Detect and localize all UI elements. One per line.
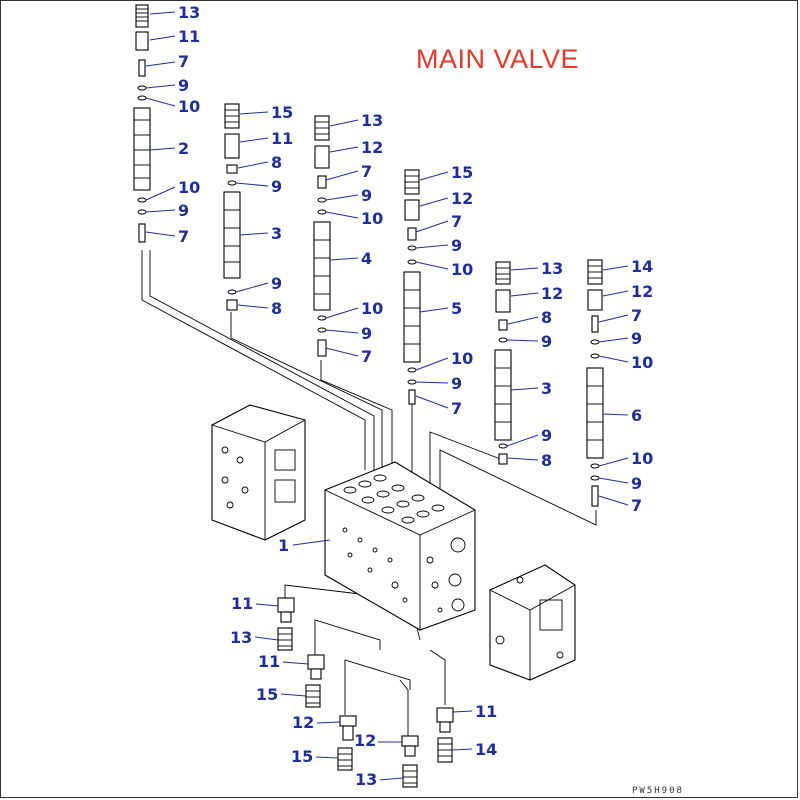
valve-body-rear-view [211,404,306,541]
pin-7 [138,59,146,77]
spool-stack-3b [494,261,512,465]
callout-c23: 10 [361,299,383,318]
callout-c30: 10 [451,260,473,279]
callout-c47: 6 [631,406,642,425]
callout-c17: 13 [361,111,383,130]
callout-c21: 10 [361,209,383,228]
callout-c06: 2 [178,139,189,158]
callout-c51: 1 [278,536,289,555]
spool-3-second [494,349,512,441]
callout-c13: 9 [271,177,282,196]
callout-c52: 11 [231,594,253,613]
spool-stack-4 [313,115,331,357]
callout-c43: 12 [631,282,653,301]
spool-3 [223,191,241,279]
callout-c40: 9 [541,426,552,445]
callout-c45: 9 [631,329,642,348]
callout-c33: 9 [451,374,462,393]
callout-leaders [145,11,629,781]
callout-c12: 8 [271,153,282,172]
o-ring-9 [137,85,147,91]
callout-c60: 11 [475,702,497,721]
callout-c49: 9 [631,474,642,493]
callout-c46: 10 [631,353,653,372]
callout-c19: 7 [361,162,372,181]
callout-c09: 7 [178,227,189,246]
callout-c37: 8 [541,308,552,327]
callout-c10: 15 [271,103,293,122]
callout-c58: 15 [291,747,313,766]
spool-4 [313,221,331,311]
callout-c35: 13 [541,259,563,278]
routing-lines [141,250,597,740]
diagram-title: MAIN VALVE [416,44,580,74]
spool-stack-5 [403,169,421,405]
callout-c29: 9 [451,236,462,255]
callout-c15: 9 [271,274,282,293]
callout-labels: 13 11 7 9 10 2 10 9 7 15 11 8 9 3 9 8 13… [178,3,653,789]
callout-c57: 12 [354,731,376,750]
backup-ring-10 [137,95,147,101]
callout-c14: 3 [271,224,282,243]
callout-c55: 15 [256,685,278,704]
spool-5 [403,271,421,363]
plug-11 [135,31,149,51]
callout-c53: 13 [230,628,252,647]
callout-c04: 9 [178,76,189,95]
spool-6 [586,367,604,459]
callout-c50: 7 [631,496,642,515]
spring-13 [135,4,149,28]
callout-c26: 15 [451,163,473,182]
callout-c25: 7 [361,347,372,366]
callout-c16: 8 [271,299,282,318]
callout-c27: 12 [451,189,473,208]
callout-c07: 10 [178,178,200,197]
callout-c02: 11 [178,27,200,46]
callout-c38: 9 [541,332,552,351]
callout-c08: 9 [178,201,189,220]
callout-c31: 5 [451,299,462,318]
spool-stack-3a [223,103,241,311]
callout-c56: 12 [292,713,314,732]
callout-c41: 8 [541,451,552,470]
callout-c20: 9 [361,186,372,205]
callout-c54: 11 [258,652,280,671]
callout-c05: 10 [178,97,200,116]
callout-c03: 7 [178,52,189,71]
callout-c42: 14 [631,257,653,276]
callout-c61: 14 [475,740,497,759]
spool-stack-2 [133,4,151,243]
callout-c22: 4 [361,249,372,268]
end-cover-block [489,564,576,681]
spool-2 [133,107,151,191]
drawing-code: PW5H908 [632,786,684,796]
callout-c32: 10 [451,349,473,368]
main-valve-body-1 [324,461,476,631]
bottom-loose-parts [277,597,454,788]
callout-c28: 7 [451,212,462,231]
callout-c34: 7 [451,399,462,418]
spool-stack-6 [586,259,604,507]
callout-c48: 10 [631,449,653,468]
callout-c44: 7 [631,306,642,325]
callout-c36: 12 [541,284,563,303]
callout-c24: 9 [361,324,372,343]
callout-c01: 13 [178,3,200,22]
callout-c18: 12 [361,138,383,157]
callout-c59: 13 [355,770,377,789]
callout-c11: 11 [271,129,293,148]
callout-c39: 3 [541,379,552,398]
